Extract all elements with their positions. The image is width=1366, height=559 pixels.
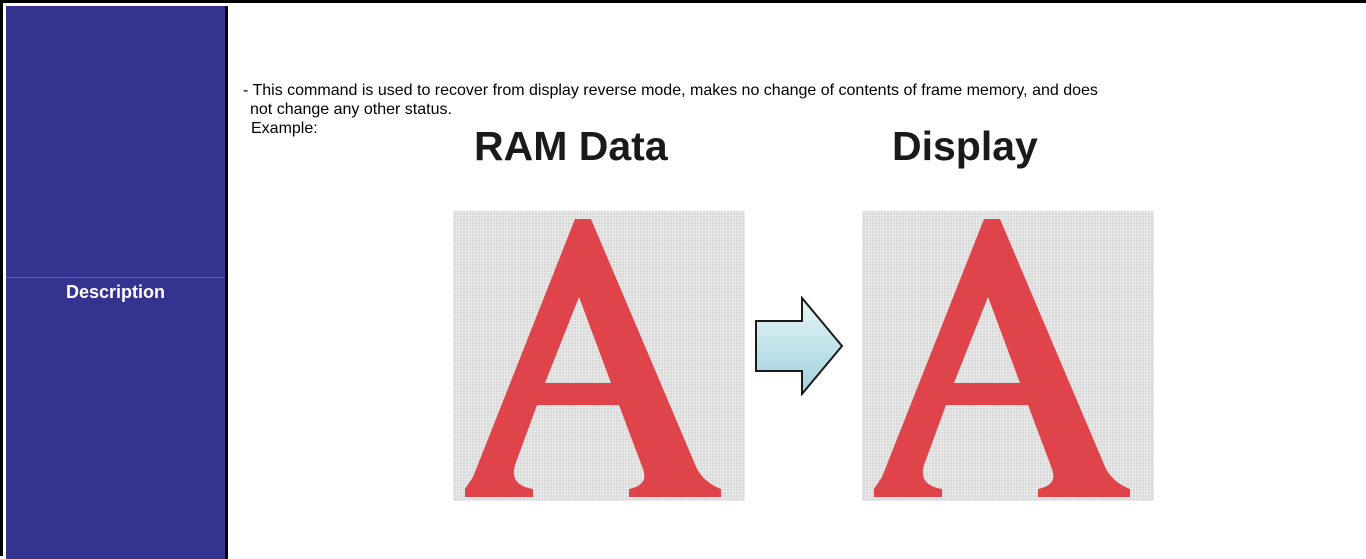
ram-data-heading: RAM Data xyxy=(474,123,668,169)
description-paragraph: - This command is used to recover from d… xyxy=(243,81,1366,119)
letter-a-glyph xyxy=(465,219,721,497)
label-cell: Description xyxy=(6,6,225,559)
description-content: - This command is used to recover from d… xyxy=(228,6,1366,556)
paragraph-line-2: not change any other status. xyxy=(250,101,452,118)
ram-data-image xyxy=(453,211,745,501)
column-divider xyxy=(225,6,228,559)
display-image xyxy=(862,211,1154,501)
right-arrow-icon xyxy=(755,296,844,396)
letter-a-glyph-display xyxy=(874,219,1130,497)
cell-divider-line xyxy=(6,277,225,278)
example-label: Example: xyxy=(251,120,318,137)
paragraph-line-1: - This command is used to recover from d… xyxy=(243,82,1098,99)
description-label: Description xyxy=(65,282,166,302)
display-heading: Display xyxy=(892,123,1038,169)
